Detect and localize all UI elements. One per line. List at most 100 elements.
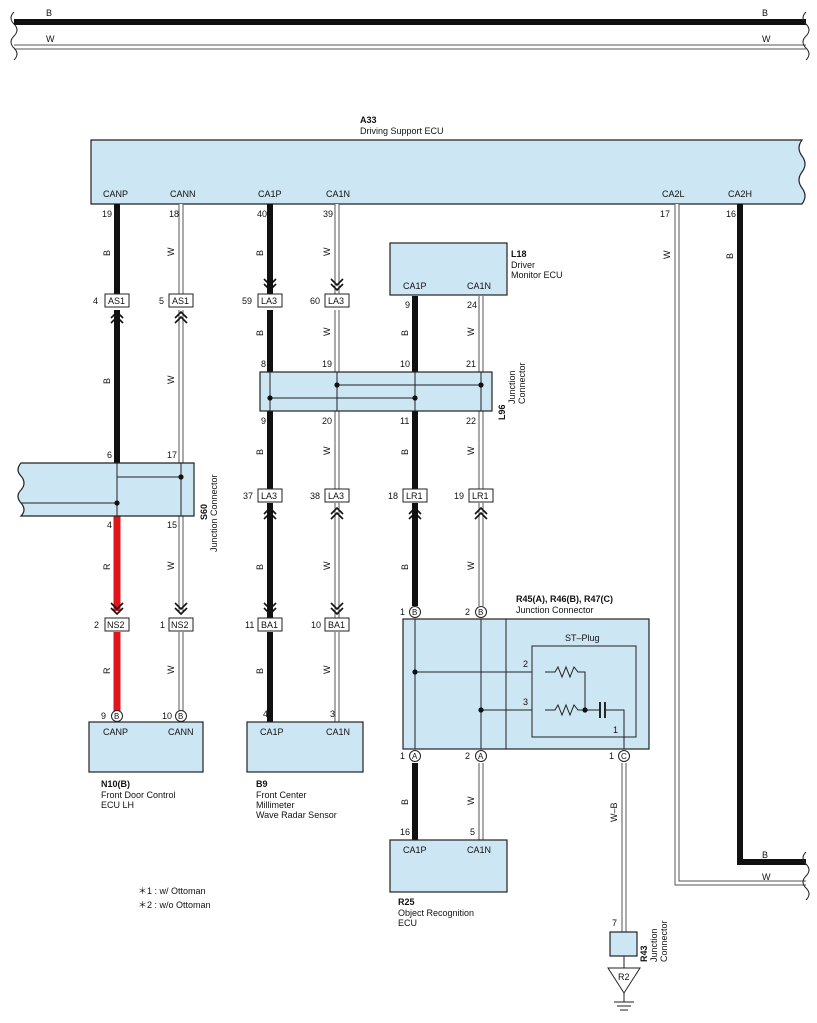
- st-plug-num-1: 1: [613, 725, 618, 735]
- l96-bot-9: 9: [261, 416, 266, 426]
- a33-pin-ca1p: CA1P: [258, 189, 282, 199]
- junction-l96: 8 19 10 21 9 20 11 22 L96 Junction Conne…: [259, 359, 527, 426]
- wl-19: B: [400, 330, 410, 336]
- l18-pin-ca1p: CA1P: [403, 281, 427, 291]
- st-plug-out: [605, 709, 625, 749]
- s60-top-17: 17: [167, 450, 177, 460]
- wl-20: B: [400, 449, 410, 455]
- r45-bot-badge-1-text: A: [412, 752, 418, 761]
- s60-bot-15: 15: [167, 520, 177, 530]
- wl-4: R: [102, 667, 112, 674]
- r45-top-badge-2: [475, 606, 487, 618]
- b9-code: B9: [256, 779, 268, 789]
- r25-num-16: 16: [400, 827, 410, 837]
- ecu-a33: A33 Driving Support ECU CANP CANN CA1P C…: [90, 115, 806, 219]
- wl-29: W–B: [609, 802, 619, 822]
- chev-la3-37: [263, 506, 277, 520]
- a33-pin-ca2h: CA2H: [728, 189, 752, 199]
- l96-top-8: 8: [261, 359, 266, 369]
- ground-label: R2: [618, 972, 630, 982]
- wl-25: W: [466, 561, 476, 570]
- r43-pin-7: 7: [612, 918, 617, 928]
- r25-num-5: 5: [470, 827, 475, 837]
- conn-ns2-2-num: 2: [94, 620, 99, 630]
- a33-num-18: 18: [169, 209, 179, 219]
- note-2: ＊2 : w/o Ottoman: [138, 900, 211, 910]
- l18-pin-ca1n: CA1N: [467, 281, 491, 291]
- wl-1: B: [102, 250, 112, 256]
- ecu-l18-name1: Driver: [511, 260, 535, 270]
- ecu-a33-name: Driving Support ECU: [360, 126, 444, 136]
- wl-16: W: [322, 446, 332, 455]
- wl-11: B: [255, 449, 265, 455]
- chev-la3-60: [330, 278, 344, 292]
- r45-bot-num-3: 1: [609, 751, 614, 761]
- bus-label-w-right: W: [762, 34, 771, 44]
- conn-la3-60-num: 60: [310, 296, 320, 306]
- r45-bot-badge-2: [475, 750, 487, 762]
- b9-name1: Front Center: [256, 790, 307, 800]
- r45-top-badge-1-text: B: [412, 608, 417, 617]
- wl-27: W: [662, 250, 672, 259]
- conn-la3-60: [324, 293, 350, 308]
- l96-bot-22: 22: [466, 416, 476, 426]
- ecu-r25: 16 5 CA1P CA1N R25 Object Recognition EC…: [389, 827, 508, 928]
- wl-22: B: [400, 799, 410, 805]
- wires: [113, 204, 810, 932]
- r25-code: R25: [398, 897, 415, 907]
- wl-28: B: [725, 253, 735, 259]
- conn-ba1-11: [257, 617, 283, 632]
- n10-badge-2: [175, 710, 187, 722]
- chev-ba1-10: [330, 602, 344, 616]
- wl-10: B: [255, 330, 265, 336]
- bottom-break: [802, 851, 810, 901]
- wl-8: W: [166, 665, 176, 674]
- conn-ns2-1-label: NS2: [171, 620, 189, 630]
- wl-6: W: [166, 375, 176, 384]
- s60-type: Junction Connector: [209, 474, 219, 552]
- conn-la3-59-num: 59: [242, 296, 252, 306]
- resistor-1-icon: [545, 665, 586, 710]
- n10-num-9: 9: [101, 711, 106, 721]
- conn-la3-37-num: 37: [243, 491, 253, 501]
- conn-la3-38: [324, 488, 350, 503]
- conn-ns2-2-label: NS2: [107, 620, 125, 630]
- wire-ca2h: [737, 204, 806, 865]
- wl-26: W: [466, 796, 476, 805]
- st-plug-box: [531, 645, 637, 738]
- wl-31: W: [762, 872, 771, 882]
- wl-14: W: [322, 247, 332, 256]
- ecu-n10-box: [88, 721, 204, 773]
- r43-type2: Connector: [659, 920, 669, 962]
- a33-pin-ca1n: CA1N: [326, 189, 350, 199]
- r45-bot-badge-3-text: C: [621, 752, 627, 761]
- wl-17: W: [322, 561, 332, 570]
- wl-18: W: [322, 665, 332, 674]
- r25-name2: ECU: [398, 918, 417, 928]
- b9-pin-ca1p: CA1P: [260, 727, 284, 737]
- ecu-a33-box: [90, 139, 806, 205]
- wire-labels: B B R R W W W W B B B B B W W W W W B B …: [102, 247, 771, 882]
- bus-break-left: [10, 11, 18, 61]
- wl-24: W: [466, 446, 476, 455]
- conn-ns2-1-num: 1: [160, 620, 165, 630]
- wl-12: B: [255, 564, 265, 570]
- conn-la3-59: [257, 293, 283, 308]
- st-plug-num-3: 3: [523, 697, 528, 707]
- wl-7: W: [166, 561, 176, 570]
- n10-pin-cann: CANN: [168, 727, 194, 737]
- bus-label-b-left: B: [46, 8, 52, 18]
- resistor-2-icon: [545, 703, 600, 717]
- conn-lr1-18-num: 18: [388, 491, 398, 501]
- b9-num-4: 4: [263, 709, 268, 719]
- chev-as1-5: [174, 310, 188, 324]
- l96-top-19: 19: [322, 359, 332, 369]
- conn-as1-5-num: 5: [159, 296, 164, 306]
- r45-bot-badge-3: [618, 750, 630, 762]
- a33-pin-ca2l: CA2L: [662, 189, 685, 199]
- chev-lr1-19: [474, 506, 488, 520]
- conn-as1-4-label: AS1: [108, 296, 125, 306]
- ecu-l18-box: [389, 242, 508, 296]
- conn-la3-37-label: LA3: [261, 491, 277, 501]
